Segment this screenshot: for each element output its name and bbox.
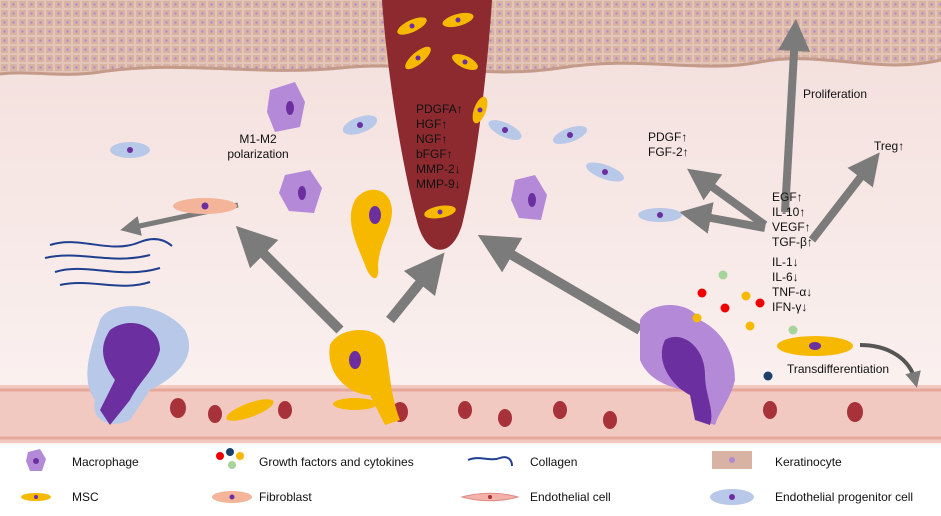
factor-ifng: IFN-γ↓: [772, 300, 807, 314]
factor-mmp9: MMP-9↓: [416, 177, 461, 191]
legend-endothelial-progenitor-cell: Endothelial progenitor cell: [710, 489, 913, 505]
msc-cells: [226, 189, 853, 425]
label-fgf2: FGF-2↑: [648, 145, 689, 159]
factor-egf: EGF↑: [772, 190, 803, 204]
factor-il1: IL-1↓: [772, 255, 799, 269]
growth-factor-dots: [692, 270, 798, 381]
legend: Macrophage Growth factors and cytokines …: [21, 448, 913, 505]
factor-pdgfa: PDGFA↑: [416, 102, 463, 116]
transdifferentiation-arrow: [859, 343, 921, 388]
label-polarization-1: M1-M2: [239, 132, 277, 146]
macrophage-factor-list: EGF↑ IL-10↑ VEGF↑ TGF-β↑ IL-1↓ IL-6↓ TNF…: [772, 190, 813, 314]
legend-endothelial-cell: Endothelial cell: [460, 490, 611, 504]
legend-msc: MSC: [21, 490, 99, 504]
legend-label: Endothelial cell: [530, 490, 611, 504]
collagen-fibers: [44, 238, 173, 287]
factor-bfgf: bFGF↑: [416, 147, 453, 161]
factor-tgfb: TGF-β↑: [772, 235, 813, 249]
legend-label: Fibroblast: [259, 490, 312, 504]
factor-hgf: HGF↑: [416, 117, 447, 131]
macrophage-cells: [87, 82, 735, 425]
collagen-icon: [467, 456, 513, 467]
label-transdifferentiation: Transdifferentiation: [787, 362, 889, 376]
factor-ngf: NGF↑: [416, 132, 447, 146]
legend-fibroblast: Fibroblast: [212, 490, 312, 504]
growth-factors-icon: [216, 448, 244, 469]
legend-label: Collagen: [530, 455, 577, 469]
legend-collagen: Collagen: [467, 455, 577, 469]
label-polarization-2: polarization: [227, 147, 288, 161]
wound-factor-list: PDGFA↑ HGF↑ NGF↑ bFGF↑ MMP-2↓ MMP-9↓: [416, 102, 463, 191]
label-proliferation: Proliferation: [803, 87, 867, 101]
factor-il10: IL-10↑: [772, 205, 805, 219]
red-blood-cells: [170, 398, 863, 429]
factor-vegf: VEGF↑: [772, 220, 811, 234]
legend-keratinocyte: Keratinocyte: [712, 451, 842, 469]
legend-label: MSC: [72, 490, 99, 504]
label-pdgf: PDGF↑: [648, 130, 687, 144]
legend-label: Keratinocyte: [775, 455, 842, 469]
legend-growth-factors: Growth factors and cytokines: [216, 448, 414, 469]
factor-tnfa: TNF-α↓: [772, 285, 812, 299]
legend-label: Macrophage: [72, 455, 139, 469]
label-treg: Treg↑: [874, 139, 904, 153]
legend-label: Growth factors and cytokines: [259, 455, 414, 469]
factor-mmp2: MMP-2↓: [416, 162, 461, 176]
factor-il6: IL-6↓: [772, 270, 799, 284]
legend-label: Endothelial progenitor cell: [775, 490, 913, 504]
legend-macrophage: Macrophage: [26, 449, 139, 471]
action-arrows: [120, 19, 880, 335]
